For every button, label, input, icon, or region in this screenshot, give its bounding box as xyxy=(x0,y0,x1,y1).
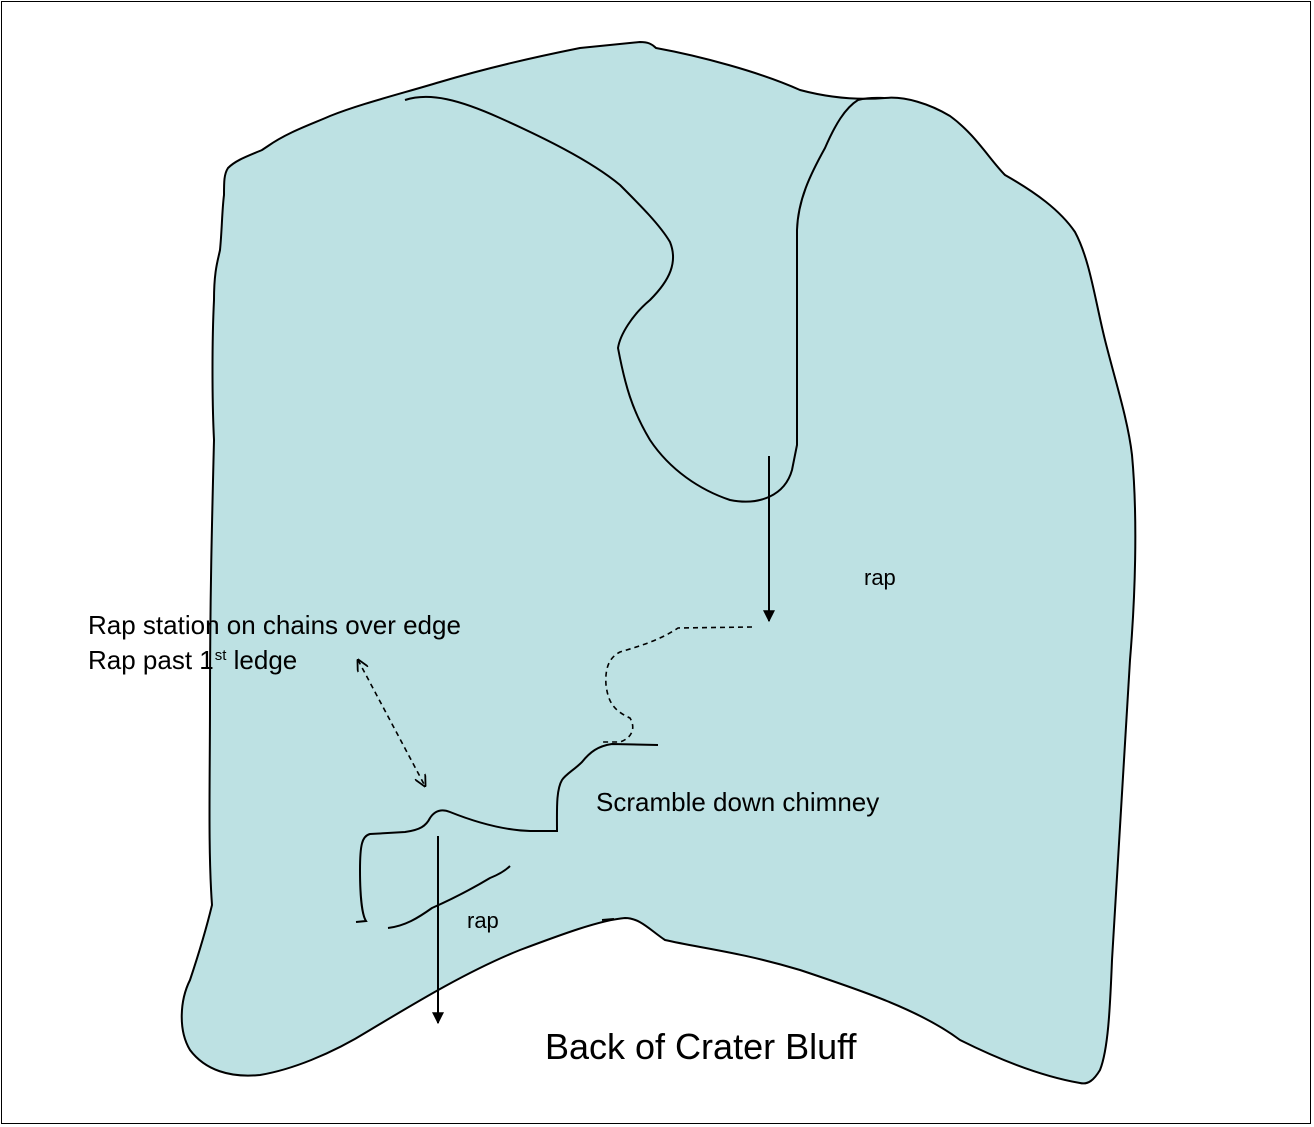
chimney-ledge-line xyxy=(355,742,659,923)
rap-station-pointer xyxy=(358,660,425,786)
rap-station-label-line2: Rap past 1st ledge xyxy=(88,647,297,673)
rap-station-label-line1: Rap station on chains over edge xyxy=(88,610,461,640)
base-notch-tick xyxy=(601,918,615,921)
scramble-label: Scramble down chimney xyxy=(596,787,880,817)
rap-station-label-line2-sup: st xyxy=(214,647,227,664)
rap-station-label-line2-post: ledge xyxy=(226,645,298,675)
gully-edge-line xyxy=(404,95,885,503)
rock-outline xyxy=(180,41,1137,1085)
rap-label-upper: rap xyxy=(864,565,896,590)
ledge-segment xyxy=(387,865,511,929)
rap-station-label-line2-pre: Rap past 1 xyxy=(88,645,214,675)
dashed-descent-path xyxy=(602,626,753,743)
rap-label-lower: rap xyxy=(467,908,499,933)
diagram-title: Back of Crater Bluff xyxy=(545,1026,857,1067)
